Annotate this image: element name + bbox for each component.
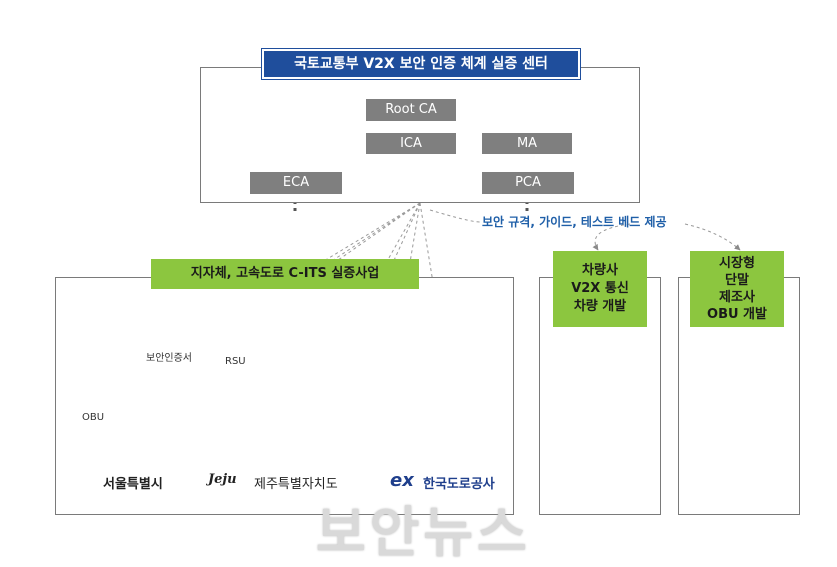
obu-maker-title-line-2: 단말 — [725, 273, 749, 288]
ex-logo-text: 한국도로공사 — [423, 477, 495, 492]
obu-maker-title-line-4: OBU 개발 — [707, 307, 767, 322]
node-ica: ICA — [366, 133, 456, 154]
automaker-title-line-2: V2X 통신 — [571, 281, 629, 296]
certification-center-title: 국토교통부 V2X 보안 인증 체계 실증 센터 — [262, 49, 580, 79]
ex-logo-mark: ex — [390, 470, 414, 491]
node-root-ca: Root CA — [366, 99, 456, 121]
watermark: 보안뉴스 — [316, 501, 531, 564]
jeju-logo-text: 제주특별자치도 — [254, 477, 338, 492]
seoul-logo-text: 서울특별시 — [103, 477, 163, 492]
node-pca: PCA — [482, 172, 574, 194]
jeju-logo-mark: Jeju — [208, 472, 237, 487]
obu-maker-title-line-3: 제조사 — [719, 290, 755, 305]
obu-label: OBU — [82, 412, 105, 423]
node-ma: MA — [482, 133, 572, 154]
rsu-label: RSU — [225, 356, 246, 367]
provision-note: 보안 규격, 가이드, 테스트 베드 제공 — [482, 215, 667, 229]
obu-maker-title-line-1: 시장형 — [719, 256, 755, 271]
automaker-title-line-3: 차량 개발 — [573, 299, 627, 314]
obu-maker-title: 시장형 단말 제조사 OBU 개발 — [690, 251, 784, 327]
local-project-frame — [55, 277, 514, 515]
automaker-title: 차량사 V2X 통신 차량 개발 — [553, 251, 647, 327]
automaker-title-line-1: 차량사 — [582, 263, 618, 278]
local-project-title: 지자체, 고속도로 C-ITS 실증사업 — [151, 259, 419, 289]
cert-label: 보안인증서 — [146, 353, 192, 364]
node-eca: ECA — [250, 172, 342, 194]
